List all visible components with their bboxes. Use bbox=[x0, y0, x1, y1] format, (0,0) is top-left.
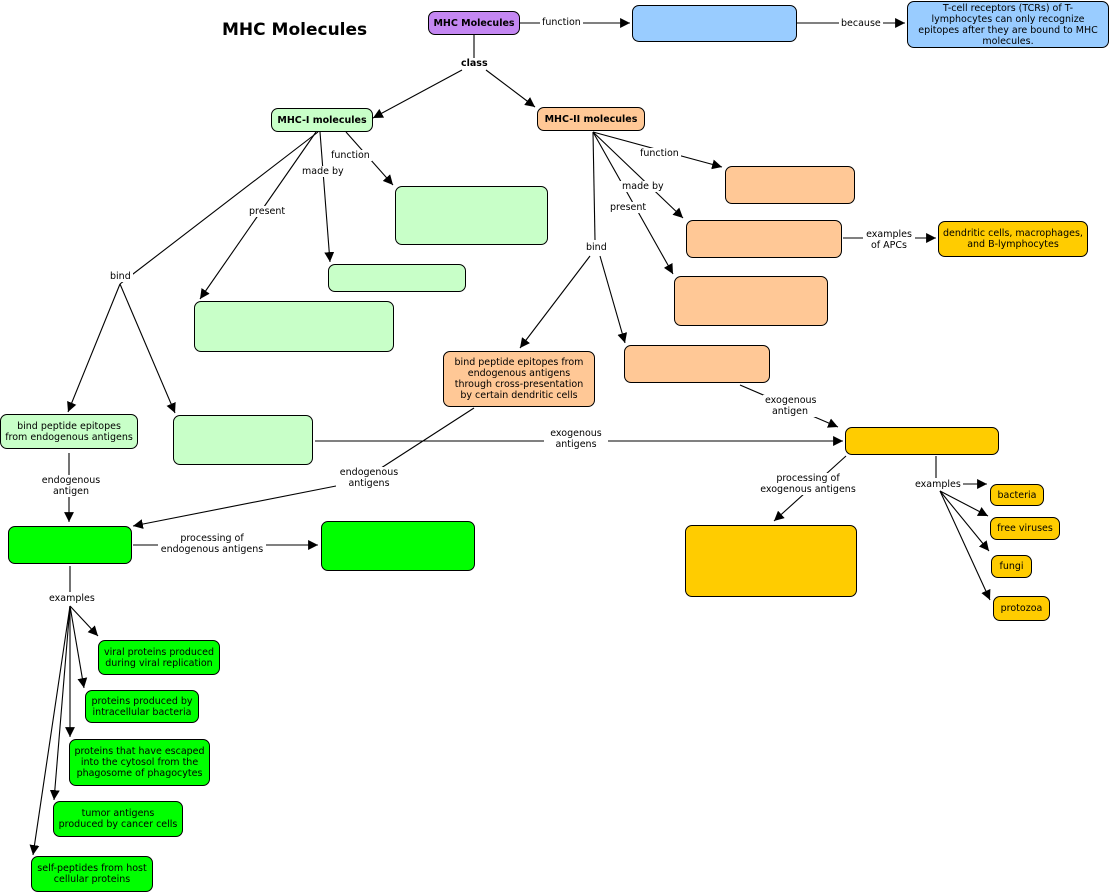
edge-bind-left bbox=[67, 283, 121, 413]
edge-ex-protozoa bbox=[939, 490, 991, 601]
node-mhc2-present[interactable] bbox=[674, 276, 828, 326]
label-mhc1-present: present bbox=[247, 206, 288, 217]
label-examples-left: examples bbox=[47, 593, 97, 604]
edge-class-mhc1 bbox=[372, 69, 463, 119]
edge-bind-right bbox=[119, 283, 176, 414]
label-endogenous-antigens: endogenous antigens bbox=[336, 467, 402, 489]
label-mhc1-made-by: made by bbox=[300, 166, 346, 177]
node-ex-self-peptides[interactable]: self-peptides from host cellular protein… bbox=[31, 856, 153, 892]
label-mhc2-made-by: made by bbox=[620, 181, 666, 192]
edge-mhc2-madeby bbox=[592, 131, 684, 219]
node-ex-tumor-antigens[interactable]: tumor antigens produced by cancer cells bbox=[53, 801, 183, 837]
page-title: MHC Molecules bbox=[222, 20, 368, 40]
node-mhc2-molecules[interactable]: MHC-II molecules bbox=[537, 107, 645, 131]
node-ex-escaped-proteins[interactable]: proteins that have escaped into the cyto… bbox=[69, 739, 210, 786]
edge-endogenous-antigens-b bbox=[132, 485, 337, 529]
label-mhc1-function: function bbox=[329, 150, 372, 161]
node-exogenous-processing[interactable] bbox=[685, 525, 857, 597]
edge-bind2-left bbox=[519, 255, 591, 349]
node-free-viruses[interactable]: free viruses bbox=[990, 517, 1060, 540]
label-mhc1-bind: bind bbox=[108, 271, 133, 282]
node-exogenous-antigen[interactable] bbox=[845, 427, 999, 455]
node-tcr-reason[interactable]: T-cell receptors (TCRs) of T-lymphocytes… bbox=[907, 1, 1109, 48]
node-mhc-molecules[interactable]: MHC Molecules bbox=[428, 11, 520, 35]
edge-ex-self bbox=[29, 605, 71, 856]
label-examples-of-apcs: examples of APCs bbox=[863, 229, 915, 251]
node-endogenous-antigen[interactable] bbox=[8, 526, 132, 564]
label-because: because bbox=[839, 18, 883, 29]
label-endogenous-antigen: endogenous antigen bbox=[36, 475, 106, 497]
node-endogenous-processing[interactable] bbox=[321, 521, 475, 571]
node-mhc1-bind-endogenous[interactable]: bind peptide epitopes from endogenous an… bbox=[0, 414, 138, 449]
label-mhc2-function: function bbox=[638, 148, 681, 159]
node-protozoa[interactable]: protozoa bbox=[993, 596, 1050, 621]
edge-ex-freeviruses bbox=[939, 490, 989, 517]
node-mhc-function[interactable] bbox=[632, 5, 797, 42]
edge-endogenous-antigens-a bbox=[377, 407, 475, 471]
edge-bind2-right bbox=[599, 255, 628, 344]
edge-ex-viral bbox=[69, 605, 99, 637]
edge-mhc1-bind-a bbox=[119, 131, 319, 285]
label-function-top: function bbox=[540, 17, 583, 28]
node-mhc2-function[interactable] bbox=[725, 166, 855, 204]
edge-mhc1-madeby bbox=[319, 131, 335, 263]
label-examples-right: examples bbox=[913, 479, 963, 490]
node-ex-viral-proteins[interactable]: viral proteins produced during viral rep… bbox=[98, 640, 220, 675]
node-mhc2-cross-presentation[interactable]: bind peptide epitopes from endogenous an… bbox=[443, 351, 595, 407]
node-fungi[interactable]: fungi bbox=[991, 555, 1032, 578]
label-processing-exo: processing of exogenous antigens bbox=[758, 473, 858, 495]
label-processing-endo: processing of endogenous antigens bbox=[158, 533, 266, 555]
node-apc-examples[interactable]: dendritic cells, macrophages, and B-lymp… bbox=[938, 221, 1088, 257]
node-mhc1-bind-other[interactable] bbox=[173, 415, 313, 465]
edge-mhc2-bind bbox=[592, 131, 596, 241]
label-class: class bbox=[459, 58, 490, 69]
label-mhc2-bind: bind bbox=[584, 242, 609, 253]
node-mhc1-present[interactable] bbox=[194, 301, 394, 352]
edge-ex-fungi bbox=[939, 490, 990, 552]
node-mhc1-made-by[interactable] bbox=[328, 264, 466, 292]
node-ex-intracellular-bacteria[interactable]: proteins produced by intracellular bacte… bbox=[85, 690, 199, 723]
label-mhc2-present: present bbox=[608, 202, 649, 213]
node-bacteria[interactable]: bacteria bbox=[990, 484, 1044, 506]
node-mhc1-function[interactable] bbox=[395, 186, 548, 245]
edge-ex-tumor bbox=[49, 605, 71, 801]
node-mhc2-made-by[interactable] bbox=[686, 220, 842, 258]
label-exogenous-antigen: exogenous antigen bbox=[763, 395, 817, 417]
label-exogenous-antigens: exogenous antigens bbox=[544, 428, 608, 450]
node-mhc1-molecules[interactable]: MHC-I molecules bbox=[271, 108, 373, 132]
edge-ex-intracellular bbox=[69, 605, 88, 689]
node-mhc2-bind-other[interactable] bbox=[624, 345, 770, 383]
edge-class-mhc2 bbox=[485, 69, 536, 108]
